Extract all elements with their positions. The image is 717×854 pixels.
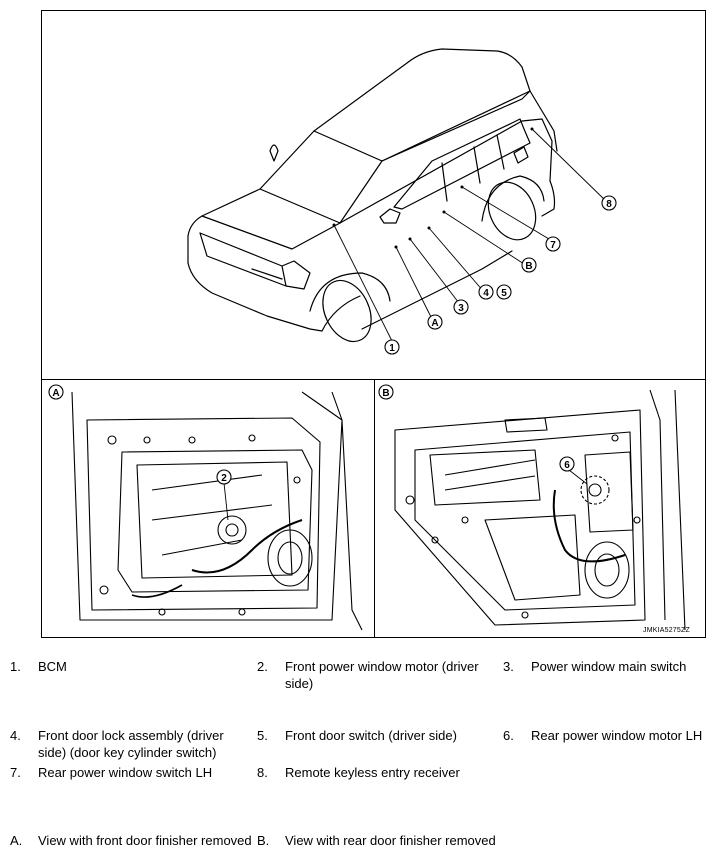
callout-5-circle <box>496 284 512 300</box>
panel-A-label: A <box>52 388 59 399</box>
callout-3: 3 <box>458 303 464 314</box>
callout-3-circle <box>453 299 469 315</box>
callout-6-circle <box>559 456 575 472</box>
callout-A-circle <box>427 314 443 330</box>
callout-5: 5 <box>501 288 507 299</box>
rear-door-panel: B 6 <box>375 380 705 637</box>
vehicle-overview-panel: 1 A 3 4 5 B 7 8 <box>42 11 705 380</box>
callout-2: 2 <box>221 473 227 484</box>
front-door-panel: A 2 <box>42 380 375 637</box>
callout-8: 8 <box>606 199 612 210</box>
callout-4: 4 <box>483 288 489 299</box>
callout-7-circle <box>545 236 561 252</box>
callout-4-circle <box>478 284 494 300</box>
callout-A: A <box>431 318 438 329</box>
callout-7: 7 <box>550 240 556 251</box>
panel-A-label-circle <box>48 384 64 400</box>
figure-frame <box>41 10 706 638</box>
callout-2-circle <box>216 469 232 485</box>
panel-B-label-circle <box>378 384 394 400</box>
panel-B-label: B <box>382 388 389 399</box>
front-door-drawing: A 2 <box>48 384 363 631</box>
callout-B-circle <box>521 257 537 273</box>
rear-door-drawing: B 6 <box>378 384 686 631</box>
figure-code: JMKIA5275ZZ <box>643 627 690 634</box>
callout-1: 1 <box>389 343 395 354</box>
callout-B: B <box>525 261 532 272</box>
callout-6: 6 <box>564 460 570 471</box>
vehicle-drawing: 1 A 3 4 5 B 7 8 <box>187 48 617 355</box>
callout-8-circle <box>601 195 617 211</box>
callout-1-circle <box>384 339 400 355</box>
